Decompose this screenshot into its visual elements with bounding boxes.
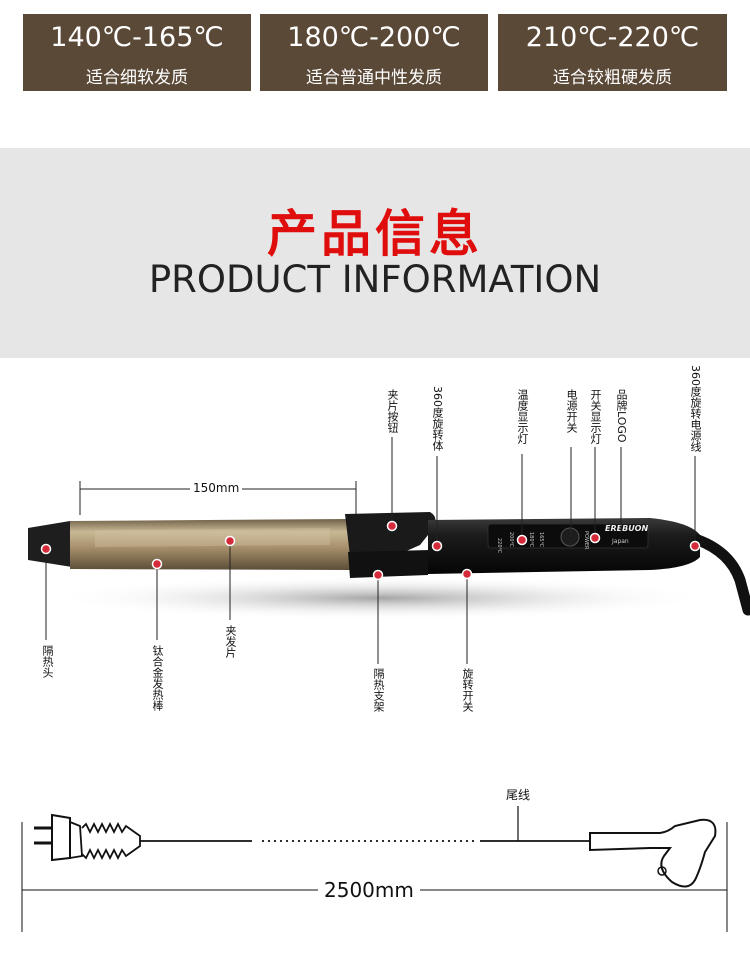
barrel-highlight <box>95 528 330 547</box>
svg-text:165℃: 165℃ <box>538 532 544 548</box>
label-heat-tip: 隔热头 <box>41 645 54 678</box>
temp-range: 210℃-220℃ <box>525 22 700 53</box>
device-shadow <box>50 576 710 620</box>
temp-mode-high: 210℃-220℃ 适合较粗硬发质 <box>498 14 727 91</box>
power-switch-knob <box>560 527 580 547</box>
label-temp-light: 温度显示灯 <box>516 389 529 444</box>
temp-desc: 适合普通中性发质 <box>306 68 442 88</box>
label-clip: 夹发片 <box>224 625 237 658</box>
tail-cord-label: 尾线 <box>506 788 531 802</box>
label-brand-logo: 品牌LOGO <box>615 389 628 443</box>
cord-diagram <box>21 806 728 932</box>
barrel-length-label: 150mm <box>190 481 243 495</box>
heat-tip-shape <box>28 521 72 567</box>
svg-text:180℃: 180℃ <box>528 532 534 548</box>
temp-mode-low: 140℃-165℃ 适合细软发质 <box>23 14 251 91</box>
brand-logo-sub: Japan <box>611 538 629 545</box>
stand-shape <box>348 550 430 578</box>
cord-length-label: 2500mm <box>318 878 420 902</box>
label-power-switch: 电源开关 <box>565 389 578 433</box>
temp-desc: 适合较粗硬发质 <box>553 68 672 88</box>
label-barrel: 钛合金发热棒 <box>151 645 164 711</box>
label-rotating-body: 360度旋转体 <box>431 386 444 451</box>
clip-shape <box>345 512 436 556</box>
svg-text:POWER: POWER <box>583 531 589 550</box>
label-switch-light: 开关显示灯 <box>589 389 602 444</box>
temp-range: 180℃-200℃ <box>287 22 461 53</box>
temp-range: 140℃-165℃ <box>50 22 224 53</box>
temp-mode-mid: 180℃-200℃ 适合普通中性发质 <box>260 14 488 91</box>
svg-text:200℃: 200℃ <box>508 532 514 548</box>
callout-markers <box>40 520 701 581</box>
label-rotation-switch: 旋转开关 <box>461 668 474 712</box>
temp-desc: 适合细软发质 <box>86 68 188 88</box>
svg-text:220℃: 220℃ <box>496 538 502 554</box>
brand-logo-text: EREBUON <box>605 524 648 533</box>
label-stand: 隔热支架 <box>372 668 385 712</box>
label-clip-button: 夹片按钮 <box>386 389 399 433</box>
power-cord-shape <box>692 534 750 616</box>
section-banner: 产品信息 PRODUCT INFORMATION <box>0 148 750 358</box>
leader-lines <box>45 437 696 664</box>
section-title-en: PRODUCT INFORMATION <box>148 258 602 301</box>
barrel-shape <box>70 519 350 570</box>
section-title-cn: 产品信息 <box>267 205 483 263</box>
label-cord-swivel: 360度旋转电源线 <box>689 365 702 452</box>
